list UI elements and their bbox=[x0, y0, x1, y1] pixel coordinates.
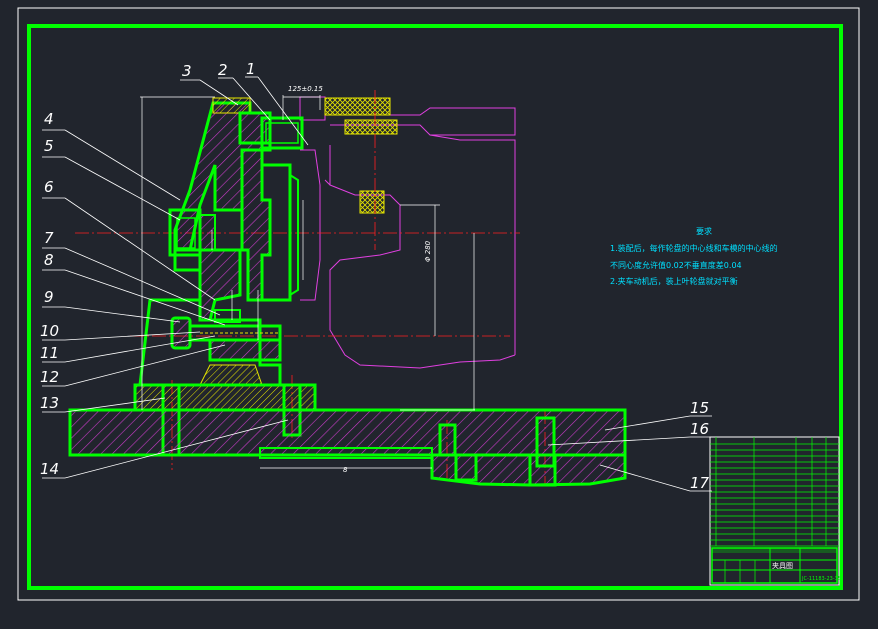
leader-lines bbox=[42, 76, 712, 492]
yellow-hatch-top bbox=[324, 97, 391, 116]
part-label-10: 10 bbox=[40, 322, 59, 340]
part-label-7: 7 bbox=[44, 229, 54, 247]
dimension-lines bbox=[140, 95, 475, 469]
part-label-14: 14 bbox=[40, 460, 59, 478]
yellow-hatch-mid bbox=[344, 119, 398, 135]
part-label-15: 15 bbox=[690, 399, 709, 417]
part-label-16: 16 bbox=[690, 420, 709, 438]
part-label-9: 9 bbox=[44, 288, 54, 306]
part-label-1: 1 bbox=[246, 60, 256, 78]
part-label-2: 2 bbox=[218, 61, 228, 79]
bracket-body bbox=[133, 97, 317, 457]
part-label-6: 6 bbox=[44, 178, 54, 196]
workpiece-outline bbox=[299, 96, 516, 369]
tech-req-line-3: 2.夹车动机后，装上叶轮盘就对平衡 bbox=[610, 276, 738, 286]
part-label-4: 4 bbox=[44, 110, 54, 128]
base-plate bbox=[68, 408, 627, 487]
dim-top: 125±0.15 bbox=[288, 85, 323, 93]
part-label-11: 11 bbox=[40, 344, 59, 362]
outer-frame bbox=[17, 7, 860, 601]
title-block-drawing-no: JC-11183-23-35 bbox=[801, 576, 841, 582]
part-label-3: 3 bbox=[182, 62, 192, 80]
dim-bottom: 8 bbox=[343, 466, 348, 474]
part-label-17: 17 bbox=[690, 474, 710, 492]
title-block bbox=[709, 436, 840, 586]
part-label-8: 8 bbox=[44, 251, 54, 269]
part-label-12: 12 bbox=[40, 368, 59, 386]
part-label-13: 13 bbox=[40, 394, 59, 412]
part-label-5: 5 bbox=[44, 137, 54, 155]
tech-req-title: 要求 bbox=[696, 226, 712, 236]
tech-req-line-2: 不同心度允许值0.02不垂直度差0.04 bbox=[610, 260, 742, 270]
title-block-name: 夹具图 bbox=[772, 561, 793, 570]
yellow-hatch-center bbox=[359, 190, 385, 214]
dim-dia-280: Φ 280 bbox=[424, 240, 432, 262]
tech-req-line-1: 1.装配后，每作轮盘的中心线和车模的中心线的 bbox=[610, 243, 778, 253]
inner-frame bbox=[27, 24, 843, 590]
